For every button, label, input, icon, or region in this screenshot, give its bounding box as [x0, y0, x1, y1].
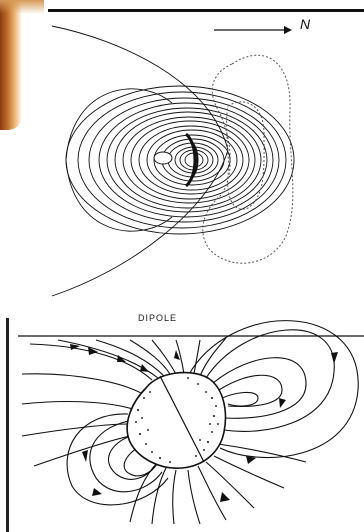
rock-icon [127, 373, 225, 469]
